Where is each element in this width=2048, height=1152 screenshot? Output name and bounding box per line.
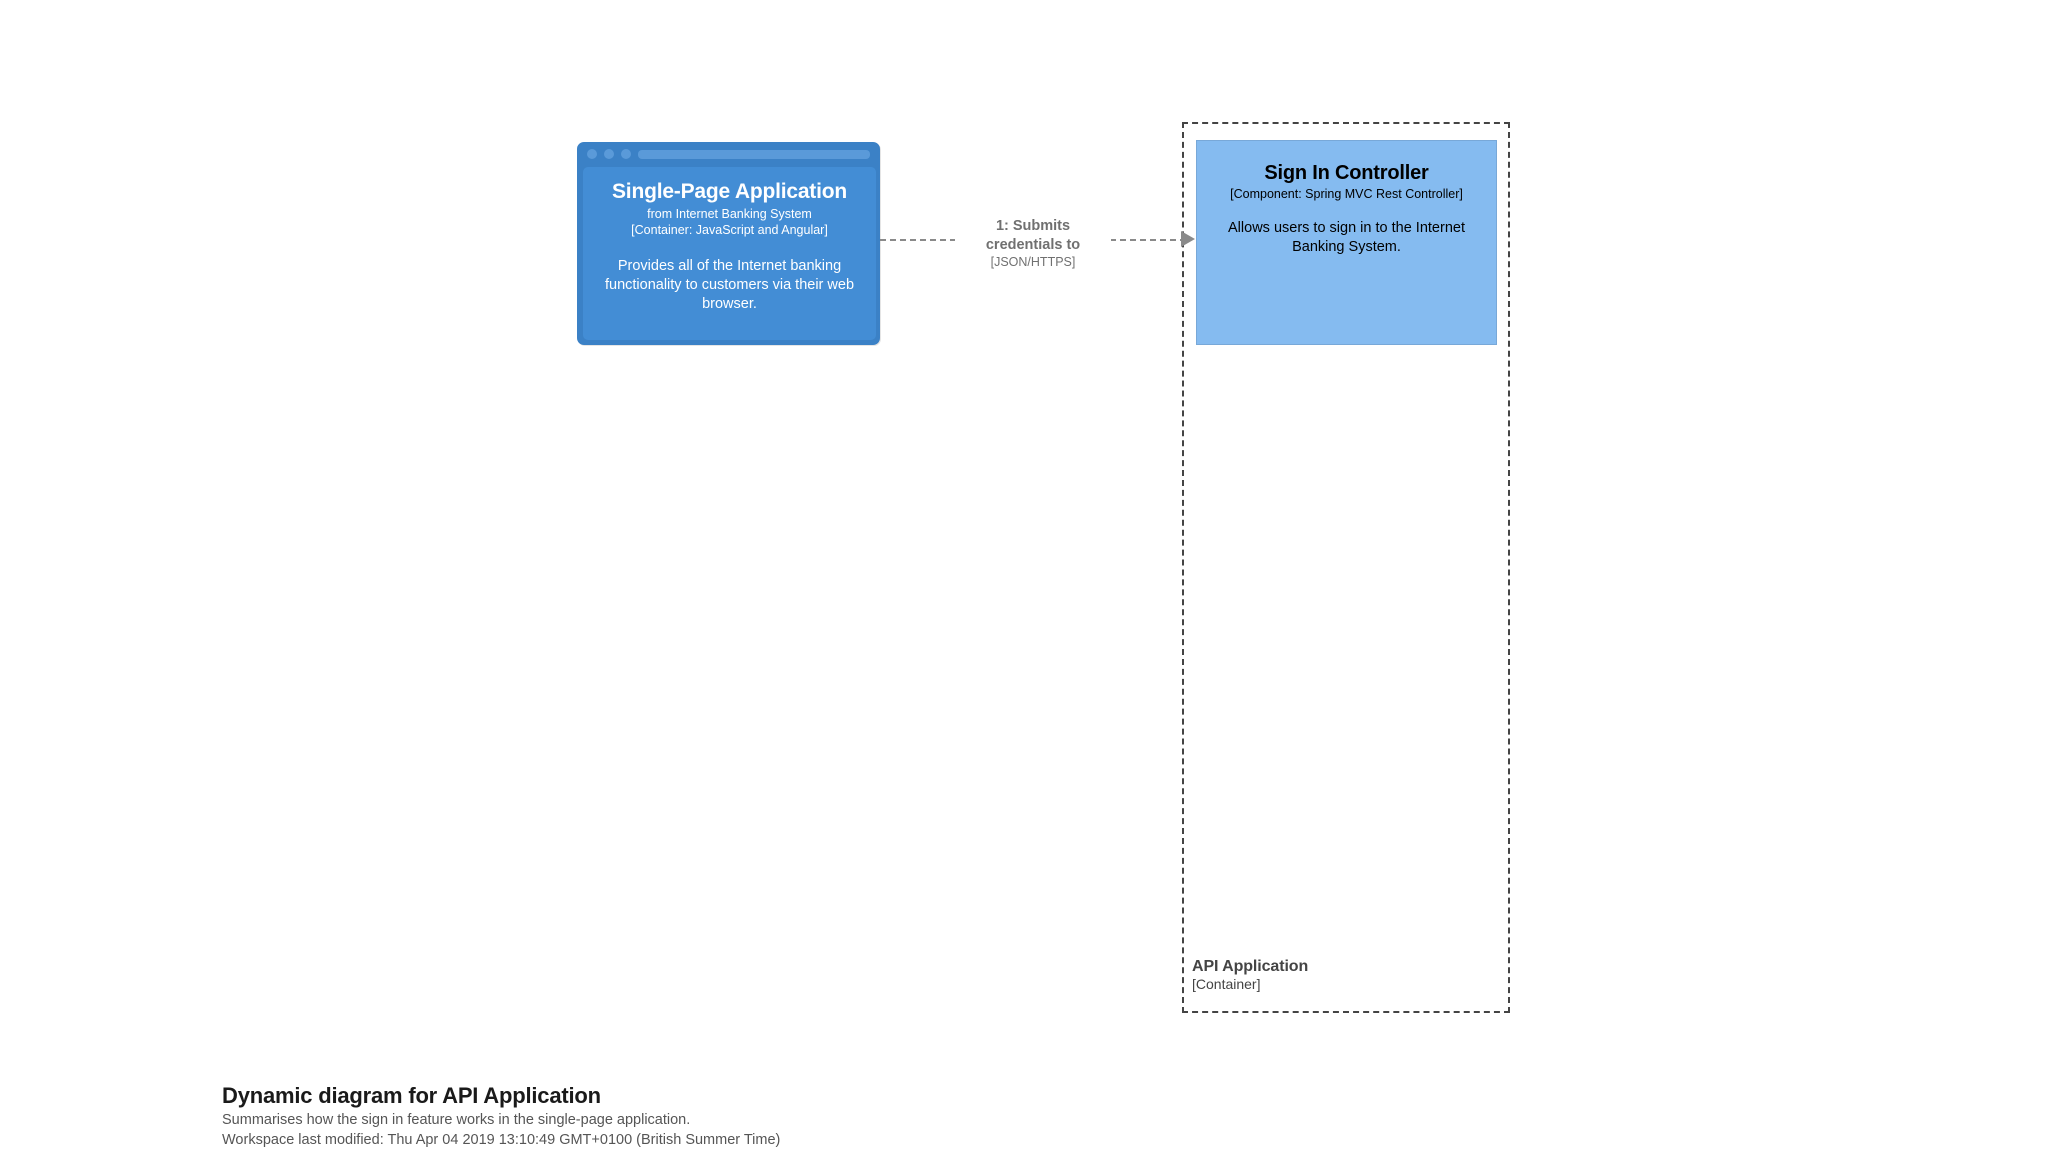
element-technology: [Container: JavaScript and Angular] (631, 223, 828, 237)
boundary-label: API Application [Container] (1192, 957, 1492, 993)
element-name: Sign In Controller (1264, 162, 1429, 184)
element-body: Single-Page Application from Internet Ba… (583, 167, 876, 340)
boundary-type-label: [Container] (1192, 976, 1261, 992)
element-parent-label: from Internet Banking System (647, 207, 812, 221)
boundary-api-application[interactable] (1182, 122, 1510, 1013)
diagram-subtitle: Summarises how the sign in feature works… (222, 1112, 691, 1128)
element-single-page-application[interactable]: Single-Page Application from Internet Ba… (577, 142, 880, 345)
relationship-description: 1: Submits credentials to (985, 218, 1081, 253)
workspace-last-modified: Workspace last modified: Thu Apr 04 2019… (222, 1132, 781, 1148)
browser-dot-icon (621, 149, 631, 159)
relationship-label: 1: Submits credentials to [JSON/HTTPS] (955, 215, 1111, 272)
relationship-arrowhead-icon (1181, 231, 1195, 247)
element-name: Single-Page Application (612, 180, 847, 203)
relationship-technology: [JSON/HTTPS] (990, 255, 1076, 269)
browser-address-bar-icon (638, 149, 870, 159)
element-sign-in-controller[interactable]: Sign In Controller [Component: Spring MV… (1196, 140, 1497, 345)
diagram-title: Dynamic diagram for API Application (222, 1083, 601, 1108)
browser-dot-icon (587, 149, 597, 159)
boundary-name: API Application (1192, 958, 1309, 975)
browser-chrome (578, 143, 879, 165)
element-description: Provides all of the Internet banking fun… (604, 258, 855, 312)
element-technology: [Component: Spring MVC Rest Controller] (1230, 187, 1463, 201)
browser-dot-icon (604, 149, 614, 159)
diagram-footer: Dynamic diagram for API Application Summ… (222, 1081, 1622, 1150)
element-description: Allows users to sign in to the Internet … (1228, 220, 1465, 255)
